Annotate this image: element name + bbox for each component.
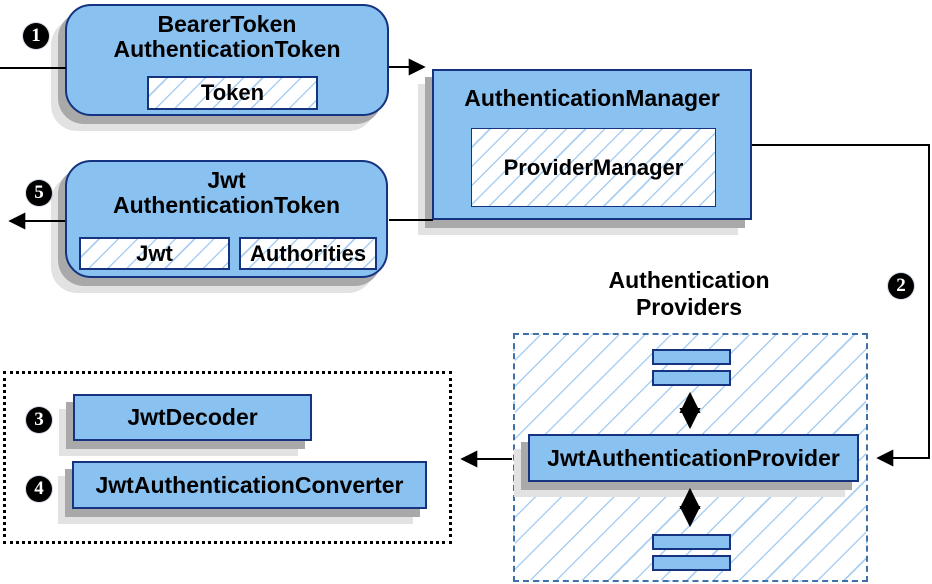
bearer-token-title-line2: AuthenticationToken bbox=[113, 36, 341, 62]
step-2-badge: 2 bbox=[888, 273, 914, 299]
bearer-token-node-title: BearerToken AuthenticationToken bbox=[67, 12, 387, 62]
provider-slot-bar-bottom-2 bbox=[652, 555, 731, 571]
jwt-token-title-line2: AuthenticationToken bbox=[112, 192, 340, 218]
authentication-manager-node: AuthenticationManager ProviderManager bbox=[432, 69, 752, 220]
provider-slot-bar-bottom-1 bbox=[652, 534, 731, 550]
provider-manager-label: ProviderManager bbox=[503, 154, 684, 180]
jwt-decoder-label: JwtDecoder bbox=[127, 404, 258, 430]
bearer-token-title-line1: BearerToken bbox=[157, 11, 297, 37]
jwt-authentication-token-node: Jwt AuthenticationToken Jwt Authorities bbox=[65, 160, 388, 278]
jwt-chip: Jwt bbox=[79, 237, 230, 270]
jwt-chip-label: Jwt bbox=[136, 240, 173, 266]
jwt-decoder-node: JwtDecoder bbox=[73, 394, 312, 441]
jwt-authentication-converter-node: JwtAuthenticationConverter bbox=[72, 461, 427, 509]
jwt-authentication-converter-label: JwtAuthenticationConverter bbox=[95, 471, 404, 498]
token-chip: Token bbox=[147, 76, 318, 110]
authorities-chip: Authorities bbox=[239, 237, 377, 270]
bearer-token-authentication-token-node: BearerToken AuthenticationToken Token bbox=[65, 4, 389, 116]
jwt-token-title-line1: Jwt bbox=[207, 167, 246, 193]
provider-slot-bar-top-2 bbox=[652, 370, 731, 386]
provider-manager-chip: ProviderManager bbox=[471, 128, 716, 207]
authentication-providers-heading-line2: Providers bbox=[635, 294, 743, 320]
authentication-providers-heading-line1: Authentication bbox=[608, 267, 770, 293]
authentication-manager-title: AuthenticationManager bbox=[464, 85, 720, 111]
step-3-badge: 3 bbox=[26, 407, 52, 433]
authentication-providers-heading: Authentication Providers bbox=[564, 267, 814, 321]
token-chip-label: Token bbox=[200, 80, 265, 105]
jwt-authentication-provider-label: JwtAuthenticationProvider bbox=[547, 444, 840, 471]
jwt-token-node-title: Jwt AuthenticationToken bbox=[67, 168, 386, 218]
step-1-badge: 1 bbox=[23, 23, 49, 49]
jwt-authentication-provider-node: JwtAuthenticationProvider bbox=[528, 434, 859, 482]
authorities-chip-label: Authorities bbox=[249, 240, 367, 266]
step-4-badge: 4 bbox=[26, 476, 52, 502]
step-5-badge: 5 bbox=[26, 180, 52, 206]
provider-slot-bar-top-1 bbox=[652, 349, 731, 365]
